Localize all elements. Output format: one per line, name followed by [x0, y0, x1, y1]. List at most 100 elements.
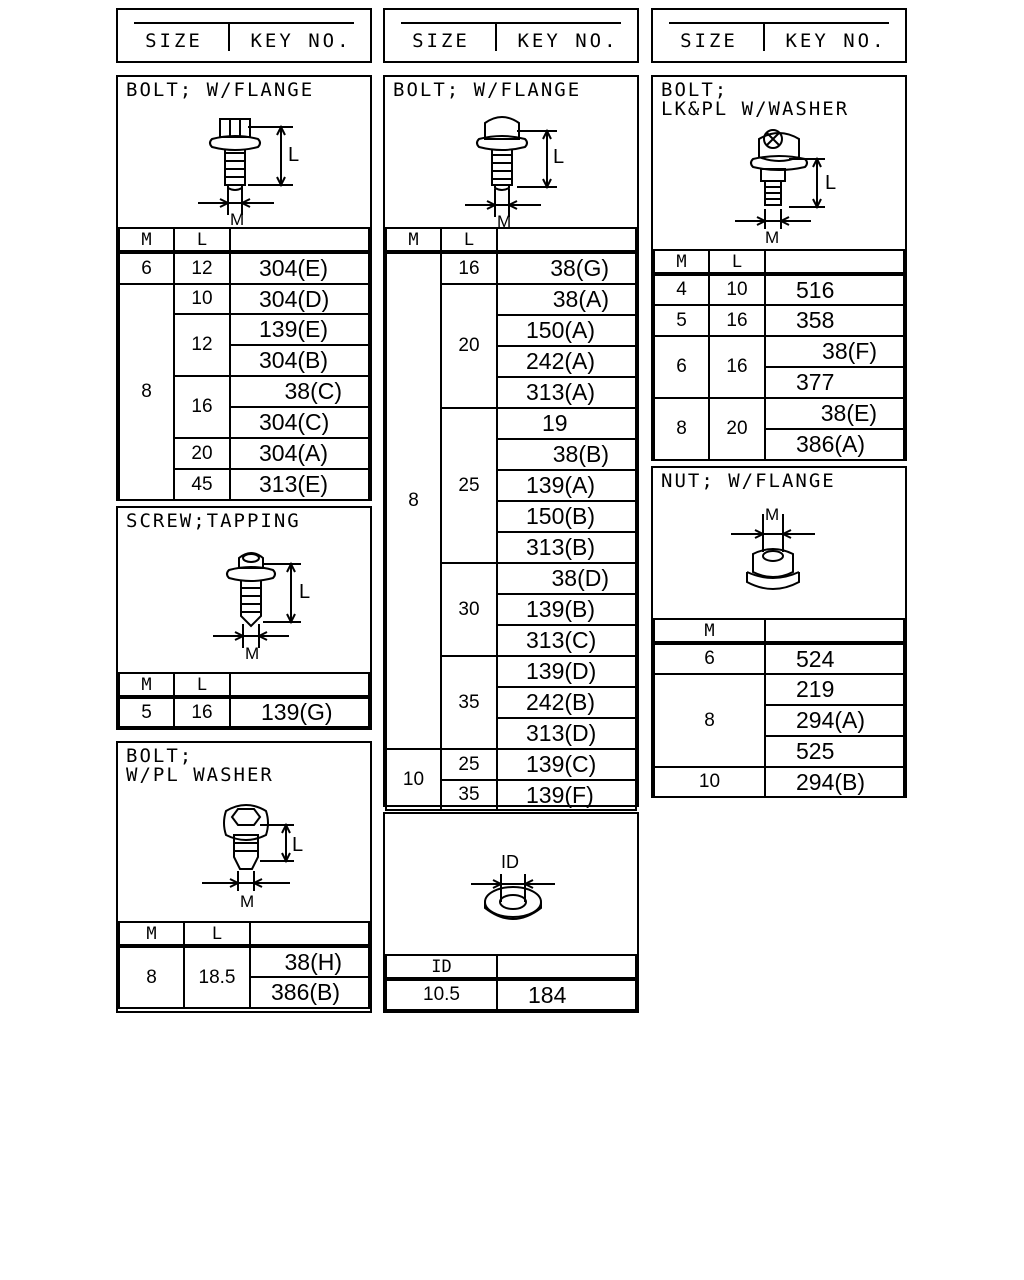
- cell-m: 6: [118, 251, 175, 285]
- col-header-m: M: [385, 227, 442, 254]
- dim-m-label: M: [497, 212, 511, 230]
- cell-m: 8: [385, 251, 442, 750]
- col-header-m: M: [118, 227, 175, 254]
- cell-key: 304(D): [229, 283, 370, 315]
- cell-m: 5: [118, 696, 175, 728]
- cell-l: 20: [440, 283, 498, 409]
- cell-key: 38(F): [764, 335, 905, 368]
- cell-id: 10.5: [385, 978, 498, 1011]
- col-header-m: M: [653, 249, 710, 276]
- panel-title: BOLT; LK&PL W/WASHER: [661, 79, 850, 120]
- cell-l: 16: [173, 375, 231, 439]
- col-header-l: L: [440, 227, 498, 254]
- cell-key: 38(D): [496, 562, 637, 595]
- cell-l: 16: [440, 251, 498, 285]
- cell-key: 313(C): [496, 624, 637, 657]
- dim-l-label: L: [825, 172, 836, 194]
- cell-key: 294(A): [764, 704, 905, 737]
- col-header-l: L: [173, 672, 231, 699]
- cell-key: 139(F): [496, 779, 637, 811]
- key-no-header-label: KEY NO.: [250, 30, 352, 52]
- col-header-m: M: [653, 618, 766, 645]
- cell-l: 25: [440, 407, 498, 564]
- cell-key: 313(A): [496, 376, 637, 409]
- cell-m: 5: [653, 304, 710, 337]
- header-divider: [495, 22, 497, 51]
- cell-m: 10: [385, 748, 442, 811]
- cell-key: 139(D): [496, 655, 637, 688]
- header-divider: [228, 22, 230, 51]
- cell-l: 35: [440, 655, 498, 750]
- col-header-id: ID: [385, 954, 498, 981]
- cell-key: 38(H): [249, 945, 370, 978]
- cell-key: 516: [764, 273, 905, 306]
- size-header-label: SIZE: [145, 30, 203, 52]
- cell-key: 304(C): [229, 406, 370, 439]
- cell-l: 16: [708, 335, 766, 399]
- panel-title: NUT; W/FLANGE: [661, 470, 836, 492]
- dim-l-label: L: [288, 144, 299, 166]
- header-box-1: SIZE KEY NO.: [116, 8, 372, 63]
- cell-l: 45: [173, 468, 231, 501]
- size-header-label: SIZE: [680, 30, 738, 52]
- cell-l: 30: [440, 562, 498, 657]
- col-header-l: L: [173, 227, 231, 254]
- key-no-header-label: KEY NO.: [785, 30, 887, 52]
- cell-key: 139(E): [229, 313, 370, 346]
- cell-key: 242(B): [496, 686, 637, 719]
- panel-title: BOLT; W/PL WASHER: [126, 745, 274, 786]
- cell-key: 304(B): [229, 344, 370, 377]
- washer-drawing: ID: [471, 852, 555, 920]
- cell-key: 524: [764, 642, 905, 675]
- cell-key: 38(E): [764, 397, 905, 430]
- dim-id-label: ID: [501, 852, 519, 872]
- cell-key: 139(B): [496, 593, 637, 626]
- cell-key: 386(A): [764, 428, 905, 461]
- cell-key: 304(A): [229, 437, 370, 470]
- cell-l: 12: [173, 313, 231, 377]
- dim-m-label: M: [765, 228, 779, 247]
- cell-key: 313(E): [229, 468, 370, 501]
- header-box-2: SIZE KEY NO.: [383, 8, 639, 63]
- dim-l-label: L: [553, 146, 564, 168]
- cell-l: 16: [173, 696, 231, 728]
- cell-l: 10: [173, 283, 231, 315]
- key-no-header-label: KEY NO.: [517, 30, 619, 52]
- cell-key: 304(E): [229, 251, 370, 285]
- cell-l: 20: [173, 437, 231, 470]
- col-header-l: L: [183, 921, 251, 948]
- cell-key: 313(D): [496, 717, 637, 750]
- cell-key: 38(G): [496, 251, 637, 285]
- cell-key: 139(A): [496, 469, 637, 502]
- cell-key: 139(C): [496, 748, 637, 781]
- dim-l-label: L: [292, 834, 303, 856]
- cell-m: 8: [653, 673, 766, 768]
- flange-bolt-drawing: L M: [198, 118, 299, 229]
- header-rule: [669, 22, 889, 24]
- cell-m: 8: [118, 945, 185, 1009]
- cell-l: 25: [440, 748, 498, 781]
- header-divider: [763, 22, 765, 51]
- cell-key: 38(B): [496, 438, 637, 471]
- col-header-m: M: [118, 921, 185, 948]
- cell-key: 313(B): [496, 531, 637, 564]
- cell-m: 6: [653, 642, 766, 675]
- cell-key: 184: [496, 978, 637, 1011]
- cell-key: 242(A): [496, 345, 637, 378]
- cell-key: 525: [764, 735, 905, 768]
- col-header-l: L: [708, 249, 766, 276]
- flange-nut-drawing: M: [731, 505, 815, 590]
- cell-m: 8: [118, 283, 175, 501]
- tapping-screw-drawing: L M: [213, 552, 310, 663]
- cell-key: 358: [764, 304, 905, 337]
- cell-l: 20: [708, 397, 766, 461]
